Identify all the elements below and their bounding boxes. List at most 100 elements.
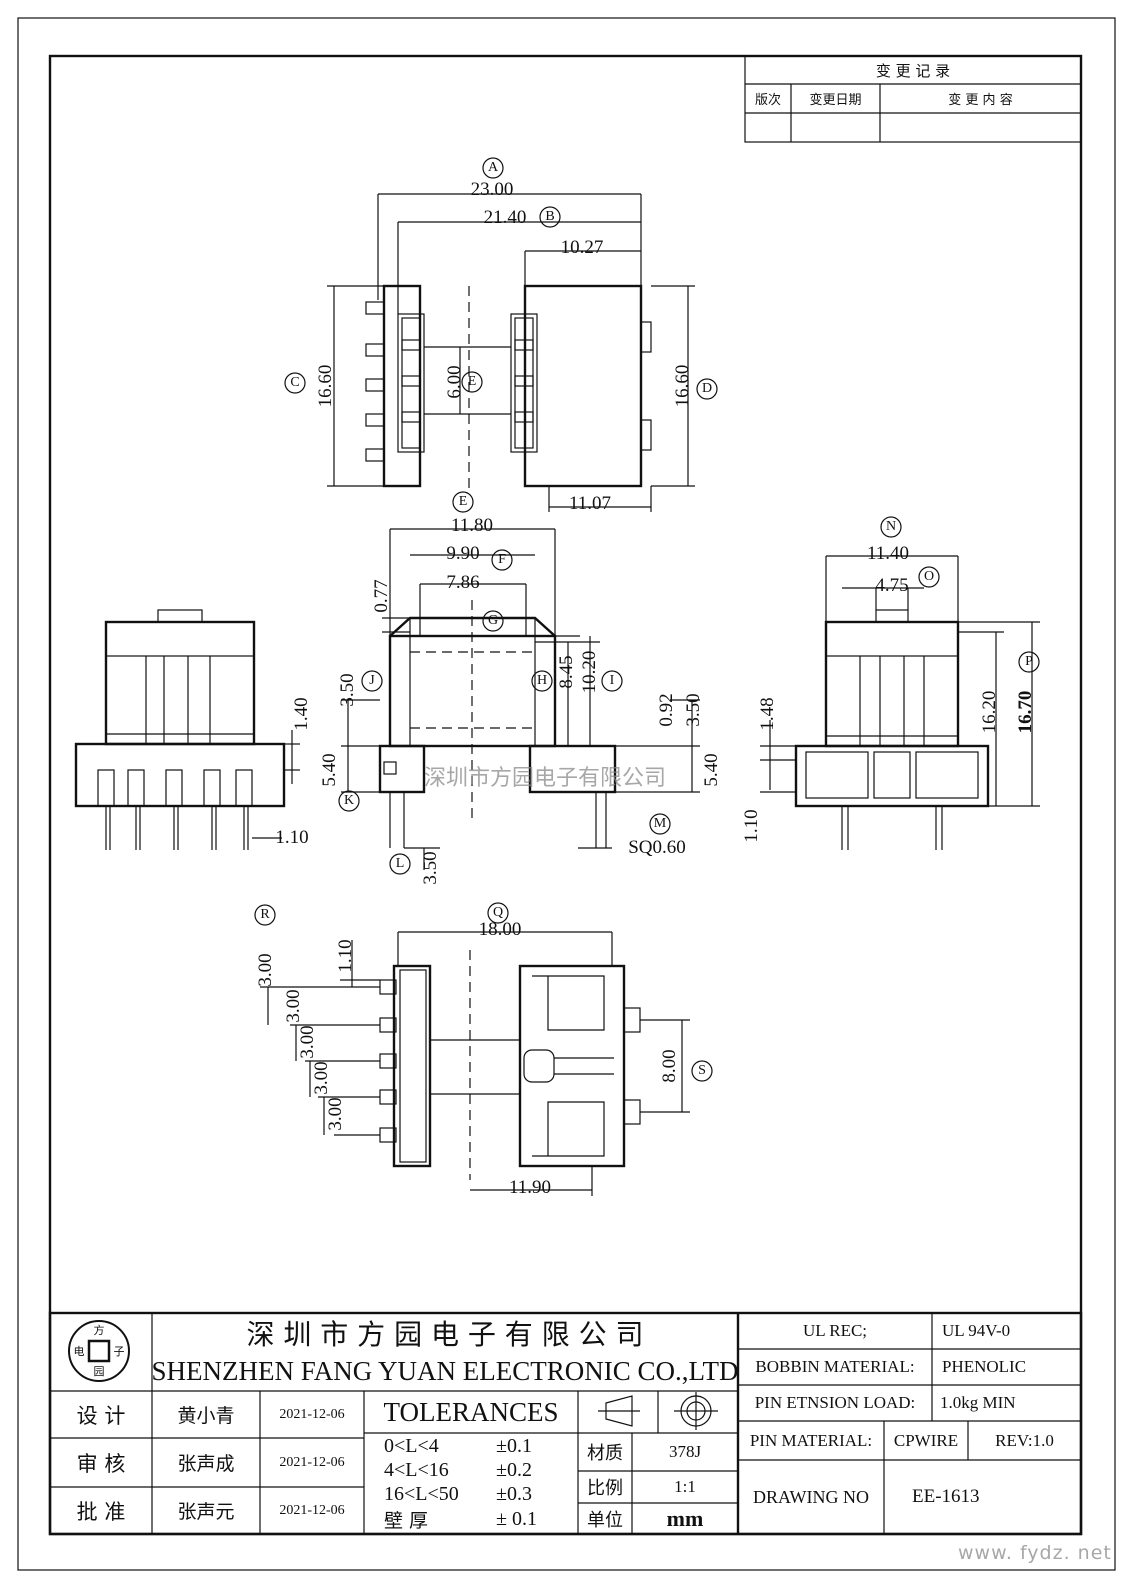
logo-char-right: 子 [113, 1345, 125, 1358]
tolerances-title: TOLERANCES [383, 1396, 559, 1427]
watermark-center: 深圳市方园电子有限公司 [424, 766, 667, 791]
dim-3-50-right: 3.50 [683, 693, 704, 727]
dim-n: 11.40 [866, 543, 910, 564]
unit-label: 单位 [587, 1509, 623, 1531]
company-name-cn: 深 圳 市 方 园 电 子 有 限 公 司 [246, 1318, 644, 1351]
dim-j: 3.50 [337, 673, 358, 707]
dim-l: 3.50 [420, 851, 441, 885]
material-label: 材质 [587, 1443, 623, 1464]
section-view [341, 528, 700, 870]
unit-value: mm [666, 1505, 704, 1531]
projection-symbol-icon [598, 1392, 718, 1430]
dim-0-92: 0.92 [656, 693, 677, 727]
dim-o: 4.75 [875, 575, 909, 596]
dim-m: SQ0.60 [628, 837, 686, 858]
dim-b: 21.40 [483, 207, 527, 228]
dim-top-10-27: 10.27 [560, 237, 604, 258]
dim-1-10-bottom: 1.10 [335, 939, 356, 973]
callout-f: F [498, 552, 506, 567]
tol-value-2: ±0.2 [496, 1458, 532, 1481]
callout-p: P [1025, 654, 1033, 669]
date-approve: 2021-12-06 [279, 1502, 345, 1518]
top-view [327, 193, 695, 512]
callout-c: C [290, 375, 300, 390]
pin-material-label: PIN MATERIAL: [749, 1430, 873, 1450]
pin-material-value: CPWIRE [893, 1430, 959, 1450]
dim-1-10-side: 1.10 [741, 809, 762, 843]
bobbin-material-value: PHENOLIC [942, 1357, 1027, 1376]
company-logo-icon [68, 1320, 130, 1382]
pin-load-label: PIN ETNSION LOAD: [754, 1393, 916, 1412]
tol-value-4: ± 0.1 [496, 1507, 537, 1530]
tol-range-2: 4<L<16 [384, 1458, 449, 1481]
dim-5-40-right: 5.40 [701, 753, 722, 787]
callout-circles [254, 157, 1040, 1082]
title-block-grid [48, 1311, 1083, 1536]
dim-s: 8.00 [659, 1049, 680, 1083]
dim-i: 10.20 [579, 650, 600, 694]
logo-char-bottom: 园 [93, 1365, 105, 1378]
logo-char-left: 电 [73, 1345, 85, 1358]
ul-rec-value: UL 94V-0 [942, 1321, 1011, 1340]
role-review: 审 核 [76, 1451, 126, 1476]
callout-s: S [698, 1063, 706, 1078]
change-record-title: 变 更 记 录 [875, 61, 951, 80]
dim-11-90: 11.90 [508, 1177, 552, 1198]
pin-load-value: 1.0kg MIN [940, 1393, 1016, 1412]
name-review: 张声成 [177, 1453, 235, 1475]
dim-c: 16.60 [315, 364, 336, 408]
outer-border [17, 17, 1116, 1571]
callout-e1: E [467, 374, 477, 389]
dim-d: 16.60 [672, 364, 693, 408]
dim-16-20: 16.20 [979, 690, 1000, 734]
dim-h: 8.45 [556, 655, 577, 689]
callout-n: N [885, 519, 897, 534]
dim-g: 7.86 [446, 572, 480, 593]
callout-l: L [395, 856, 405, 871]
callout-a: A [487, 160, 499, 175]
tol-range-3: 16<L<50 [384, 1482, 459, 1505]
callout-r: R [260, 907, 270, 922]
callout-d: D [701, 381, 713, 396]
name-approve: 张声元 [177, 1501, 235, 1523]
callout-g: G [487, 613, 499, 628]
ul-rec-label: UL REC; [802, 1321, 868, 1340]
watermark-url: www. fydz. net [958, 1542, 1112, 1564]
callout-i: I [609, 673, 615, 688]
dim-0-77: 0.77 [371, 579, 392, 613]
dim-k: 5.40 [319, 753, 340, 787]
logo-char-top: 方 [93, 1324, 105, 1337]
callout-b: B [545, 209, 555, 224]
drawing-no-value: EE-1613 [912, 1486, 980, 1507]
side-view [760, 555, 1040, 850]
callout-m: M [653, 816, 667, 831]
dim-1-40: 1.40 [291, 697, 312, 731]
bottom-view [260, 931, 690, 1196]
col-date: 变更日期 [809, 93, 862, 108]
dim-3-00-e: 3.00 [325, 1097, 346, 1131]
scale-label: 比例 [587, 1478, 623, 1499]
callout-o: O [923, 569, 935, 584]
dim-q: 18.00 [478, 919, 522, 940]
col-content: 变 更 内 容 [948, 93, 1013, 108]
revision: REV:1.0 [995, 1430, 1054, 1450]
tol-value-3: ±0.3 [496, 1482, 532, 1505]
dim-top-11-07: 11.07 [568, 493, 612, 514]
dim-11-80: 11.80 [450, 515, 494, 536]
company-name-en: SHENZHEN FANG YUAN ELECTRONIC CO.,LTD [151, 1355, 739, 1386]
dim-f: 9.90 [446, 543, 480, 564]
dim-1-10-front: 1.10 [275, 827, 309, 848]
callout-j: J [369, 673, 375, 688]
callout-h: H [536, 673, 548, 688]
dim-p: 16.70 [1015, 690, 1036, 734]
dim-a: 23.00 [470, 179, 514, 200]
dim-r: 3.00 [255, 953, 276, 987]
scale-value: 1:1 [674, 1477, 696, 1496]
role-design: 设 计 [76, 1403, 126, 1428]
callout-q: Q [492, 905, 504, 920]
drawing-no-label: DRAWING NO [752, 1486, 870, 1507]
date-design: 2021-12-06 [279, 1406, 345, 1422]
front-view [74, 609, 300, 850]
date-review: 2021-12-06 [279, 1454, 345, 1470]
